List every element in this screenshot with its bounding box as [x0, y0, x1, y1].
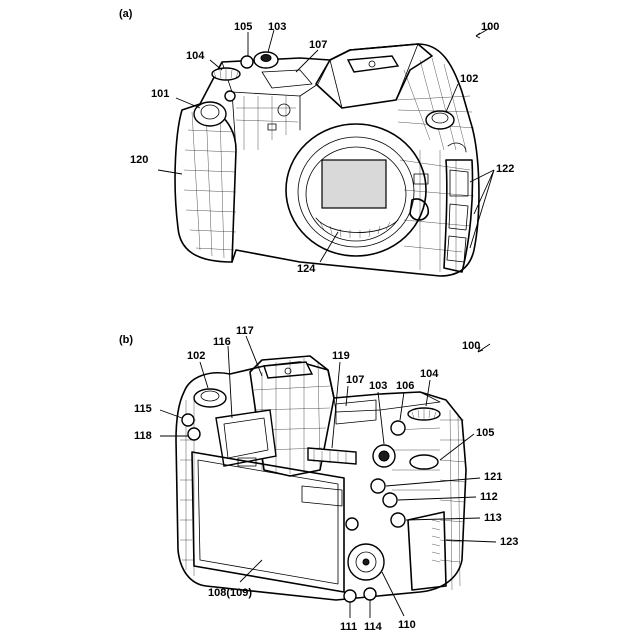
- image-sensor: [322, 160, 386, 208]
- button-113: [391, 513, 405, 527]
- label-124: 124: [297, 263, 316, 275]
- figure-b: (b): [119, 325, 518, 633]
- leader-105b: [440, 434, 474, 460]
- label-107-b: 107: [346, 374, 364, 386]
- label-123: 123: [500, 536, 518, 548]
- leader-122: [470, 170, 494, 248]
- label-113: 113: [484, 512, 502, 524]
- label-103-a: 103: [268, 21, 286, 33]
- top-plate-edge: [222, 60, 330, 96]
- label-107-a: 107: [309, 39, 327, 51]
- leader-108: [240, 560, 262, 582]
- label-108-109: 108(109): [208, 587, 252, 599]
- display-hinge: [302, 486, 342, 506]
- button-106: [391, 421, 405, 435]
- label-101: 101: [151, 88, 169, 100]
- grip-hatching: [184, 130, 236, 250]
- front-hatching: [236, 96, 298, 150]
- button-119: [308, 448, 356, 464]
- leader-124: [320, 232, 338, 262]
- dial-115: [182, 414, 194, 426]
- controller-110-center: [363, 559, 369, 565]
- terminal-cover-3: [447, 236, 466, 262]
- button-121: [371, 479, 385, 493]
- leader-120: [158, 170, 182, 174]
- label-114: 114: [364, 621, 383, 633]
- display-screen: [198, 460, 338, 584]
- label-120: 120: [130, 154, 148, 166]
- top-display-107: [262, 70, 312, 88]
- mode-dial-center: [261, 55, 271, 62]
- leader-116: [228, 346, 232, 418]
- label-102-b: 102: [187, 350, 205, 362]
- leader-104b: [426, 380, 430, 406]
- label-116: 116: [213, 336, 231, 348]
- label-100-a: 100: [481, 21, 499, 33]
- label-105-a: 105: [234, 21, 252, 33]
- leader-103a: [268, 30, 274, 52]
- leader-103b: [378, 392, 384, 444]
- label-119: 119: [332, 350, 350, 362]
- power-switch-102-b: [194, 389, 226, 407]
- button-105: [241, 56, 253, 68]
- leader-106: [400, 392, 404, 420]
- label-118: 118: [134, 430, 152, 442]
- card-cover-ridges: [432, 520, 440, 562]
- button-front-small: [225, 91, 235, 101]
- mount-contacts-arc: [316, 218, 398, 233]
- release-button-101: [194, 102, 226, 126]
- label-104-b: 104: [420, 368, 439, 380]
- leader-102a: [446, 84, 458, 112]
- label-110: 110: [398, 619, 416, 631]
- terminal-cover-1: [450, 170, 468, 196]
- card-cover-outline: [408, 512, 446, 590]
- terminal-cover-2: [449, 204, 468, 230]
- side-hatching: [396, 58, 474, 150]
- label-112: 112: [480, 491, 498, 503]
- button-112: [383, 493, 397, 507]
- rear-display: [192, 452, 344, 592]
- button-118: [188, 428, 200, 440]
- leader-100a-arrow: [476, 33, 480, 38]
- label-106: 106: [396, 380, 414, 392]
- grip-outline: [175, 104, 236, 262]
- af-lamp: [278, 104, 290, 116]
- button-111: [344, 590, 356, 602]
- figure-a: (a): [119, 8, 514, 276]
- panel-label-a: (a): [119, 8, 133, 20]
- label-122: 122: [496, 163, 514, 175]
- label-105-b: 105: [476, 427, 494, 439]
- label-103-b: 103: [369, 380, 387, 392]
- card-cover-123: [408, 512, 446, 590]
- label-100-b: 100: [462, 340, 480, 352]
- button-left-of-113: [346, 518, 358, 530]
- leader-107a: [296, 50, 318, 72]
- strap-lug: [448, 143, 466, 152]
- terminal-covers-122: [444, 160, 473, 272]
- button-105-b: [410, 455, 438, 469]
- mode-dial-center-b: [379, 451, 389, 461]
- label-104-a: 104: [186, 50, 205, 62]
- leader-123: [446, 540, 496, 542]
- power-switch-102: [426, 111, 454, 129]
- display-frame: [192, 452, 344, 592]
- label-102-a: 102: [460, 73, 478, 85]
- label-111: 111: [340, 621, 357, 633]
- label-117: 117: [236, 325, 254, 337]
- label-121: 121: [484, 471, 502, 483]
- hot-shoe: [348, 56, 398, 72]
- leader-101: [176, 98, 200, 108]
- button-114: [364, 588, 376, 600]
- label-115: 115: [134, 403, 152, 415]
- panel-label-b: (b): [119, 334, 133, 346]
